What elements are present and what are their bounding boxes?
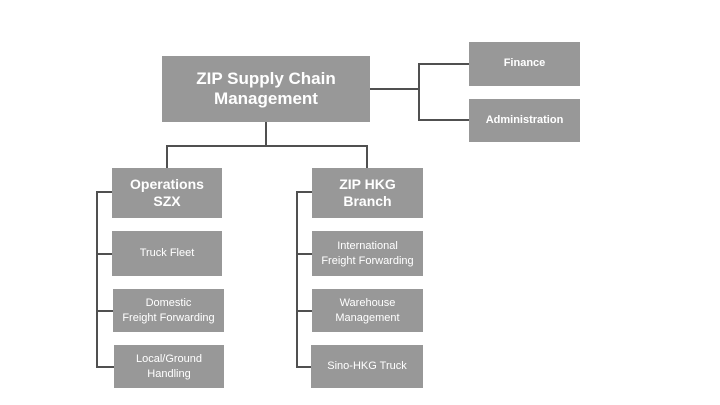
operations-szx-node[interactable]: Operations SZX bbox=[112, 168, 222, 218]
root-label-line2: Management bbox=[214, 89, 318, 108]
connector-to-operations bbox=[166, 145, 168, 168]
connector-side-vertical bbox=[418, 63, 420, 121]
domestic-freight-forwarding-node[interactable]: Domestic Freight Forwarding bbox=[113, 289, 224, 332]
truck-fleet-node[interactable]: Truck Fleet bbox=[112, 231, 222, 276]
sino-hkg-truck-node[interactable]: Sino-HKG Truck bbox=[311, 345, 423, 388]
zip-hkg-branch-node[interactable]: ZIP HKG Branch bbox=[312, 168, 423, 218]
hkg-label-line1: ZIP HKG bbox=[339, 176, 396, 193]
finance-label: Finance bbox=[503, 57, 546, 70]
local-label-line1: Local/Ground bbox=[135, 353, 203, 366]
operations-label-line2: SZX bbox=[153, 193, 181, 209]
warehouse-management-node[interactable]: Warehouse Management bbox=[312, 289, 423, 332]
international-label-line2: Freight Forwarding bbox=[321, 254, 414, 267]
connector-hkg-head bbox=[296, 191, 312, 193]
international-label-line1: International bbox=[337, 240, 398, 253]
local-label-line2: Handling bbox=[147, 367, 191, 380]
operations-label-line1: Operations bbox=[130, 176, 204, 193]
connector-hkg-vertical bbox=[296, 191, 298, 367]
administration-label: Administration bbox=[485, 113, 564, 126]
finance-node[interactable]: Finance bbox=[469, 42, 580, 86]
connector-to-administration bbox=[418, 119, 469, 121]
connector-ops-head bbox=[96, 191, 112, 193]
international-freight-forwarding-node[interactable]: International Freight Forwarding bbox=[312, 231, 423, 276]
connector-hkg-child-3 bbox=[296, 366, 311, 368]
warehouse-label-line2: Management bbox=[335, 311, 400, 324]
local-ground-handling-node[interactable]: Local/Ground Handling bbox=[114, 345, 224, 388]
hkg-label-line2: Branch bbox=[343, 193, 392, 209]
domestic-label-line2: Freight Forwarding bbox=[122, 311, 215, 324]
connector-to-hkg bbox=[366, 145, 368, 168]
administration-node[interactable]: Administration bbox=[469, 99, 580, 142]
connector-root-down bbox=[265, 122, 267, 146]
root-node[interactable]: ZIP Supply Chain Management bbox=[162, 56, 370, 122]
connector-ops-child-3 bbox=[96, 366, 114, 368]
connector-hkg-child-1 bbox=[296, 253, 312, 255]
sino-hkg-truck-label: Sino-HKG Truck bbox=[327, 360, 407, 373]
connector-branch-horizontal bbox=[166, 145, 368, 147]
connector-ops-vertical bbox=[96, 191, 98, 367]
connector-to-finance bbox=[418, 63, 469, 65]
connector-hkg-child-2 bbox=[296, 310, 312, 312]
domestic-label-line1: Domestic bbox=[145, 297, 192, 310]
root-label-line1: ZIP Supply Chain bbox=[196, 68, 336, 88]
connector-ops-child-2 bbox=[96, 310, 113, 312]
connector-ops-child-1 bbox=[96, 253, 112, 255]
connector-root-to-side bbox=[370, 88, 420, 90]
truck-fleet-label: Truck Fleet bbox=[139, 247, 195, 260]
warehouse-label-line1: Warehouse bbox=[339, 297, 396, 310]
